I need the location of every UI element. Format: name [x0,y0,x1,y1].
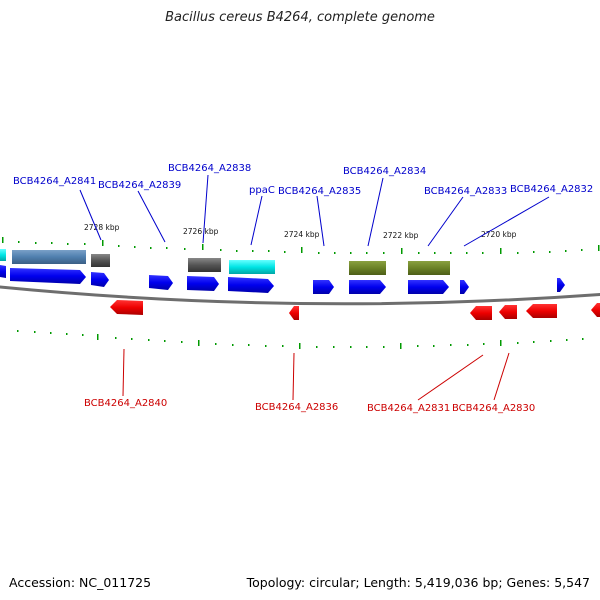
gene-arrow-plus[interactable] [91,272,109,287]
feature-box[interactable] [188,258,221,272]
gene-arrow-minus[interactable] [526,304,557,318]
lower-tick-row [17,330,584,349]
map-title: Bacillus cereus B4264, complete genome [165,10,435,25]
bottom-label-leaders [122,348,510,401]
kbp-label: 2728 kbp [84,223,120,232]
gene-arrow-plus[interactable] [0,265,6,278]
gene-arrow-minus[interactable] [470,306,492,320]
minus-strand-genes [110,300,600,320]
gene-label-top[interactable]: BCB4264_A2835 [278,186,361,197]
gene-arrow-minus[interactable] [110,300,143,315]
gene-arrow-plus[interactable] [10,268,86,284]
plus-strand-genes [0,265,565,294]
kbp-label: 2720 kbp [481,230,517,239]
gene-label-top[interactable]: ppaC [249,185,275,196]
gene-label-top[interactable]: BCB4264_A2833 [424,186,507,197]
gene-arrow-minus[interactable] [591,303,600,317]
gene-arrow-plus[interactable] [228,277,274,293]
feature-box[interactable] [12,250,86,264]
gene-arrow-plus[interactable] [408,280,449,294]
upper-tick-row [2,237,600,254]
feature-box[interactable] [408,261,450,275]
feature-box[interactable] [229,260,275,274]
gene-arrow-plus[interactable] [349,280,386,294]
gene-arrow-plus[interactable] [187,276,219,291]
gene-arrow-plus[interactable] [313,280,334,294]
kbp-label: 2724 kbp [284,230,320,239]
kbp-label: 2726 kbp [183,227,219,236]
gene-label-bottom[interactable]: BCB4264_A2840 [84,398,167,409]
feature-box[interactable] [0,249,6,261]
feature-box[interactable] [91,254,110,267]
top-label-leaders [79,174,550,247]
gene-arrow-minus[interactable] [499,305,517,319]
gene-label-top[interactable]: BCB4264_A2832 [510,184,593,195]
gene-label-top[interactable]: BCB4264_A2839 [98,180,181,191]
upper-feature-row [0,249,450,275]
accession-text: Accession: NC_011725 [9,575,152,590]
gene-label-top[interactable]: BCB4264_A2838 [168,163,251,174]
genome-backbone [0,285,600,306]
gene-arrow-plus[interactable] [149,275,173,290]
gene-arrow-plus[interactable] [557,278,565,292]
topology-text: Topology: circular; Length: 5,419,036 bp… [246,575,590,590]
gene-label-bottom[interactable]: BCB4264_A2830 [452,403,535,414]
gene-label-top[interactable]: BCB4264_A2834 [343,166,426,177]
gene-arrow-minus[interactable] [289,306,299,320]
kbp-label: 2722 kbp [383,231,419,240]
gene-arrow-plus[interactable] [460,280,469,294]
gene-label-bottom[interactable]: BCB4264_A2836 [255,402,338,413]
feature-box[interactable] [349,261,386,275]
gene-label-bottom[interactable]: BCB4264_A2831 [367,403,450,414]
gene-label-top[interactable]: BCB4264_A2841 [13,176,96,187]
